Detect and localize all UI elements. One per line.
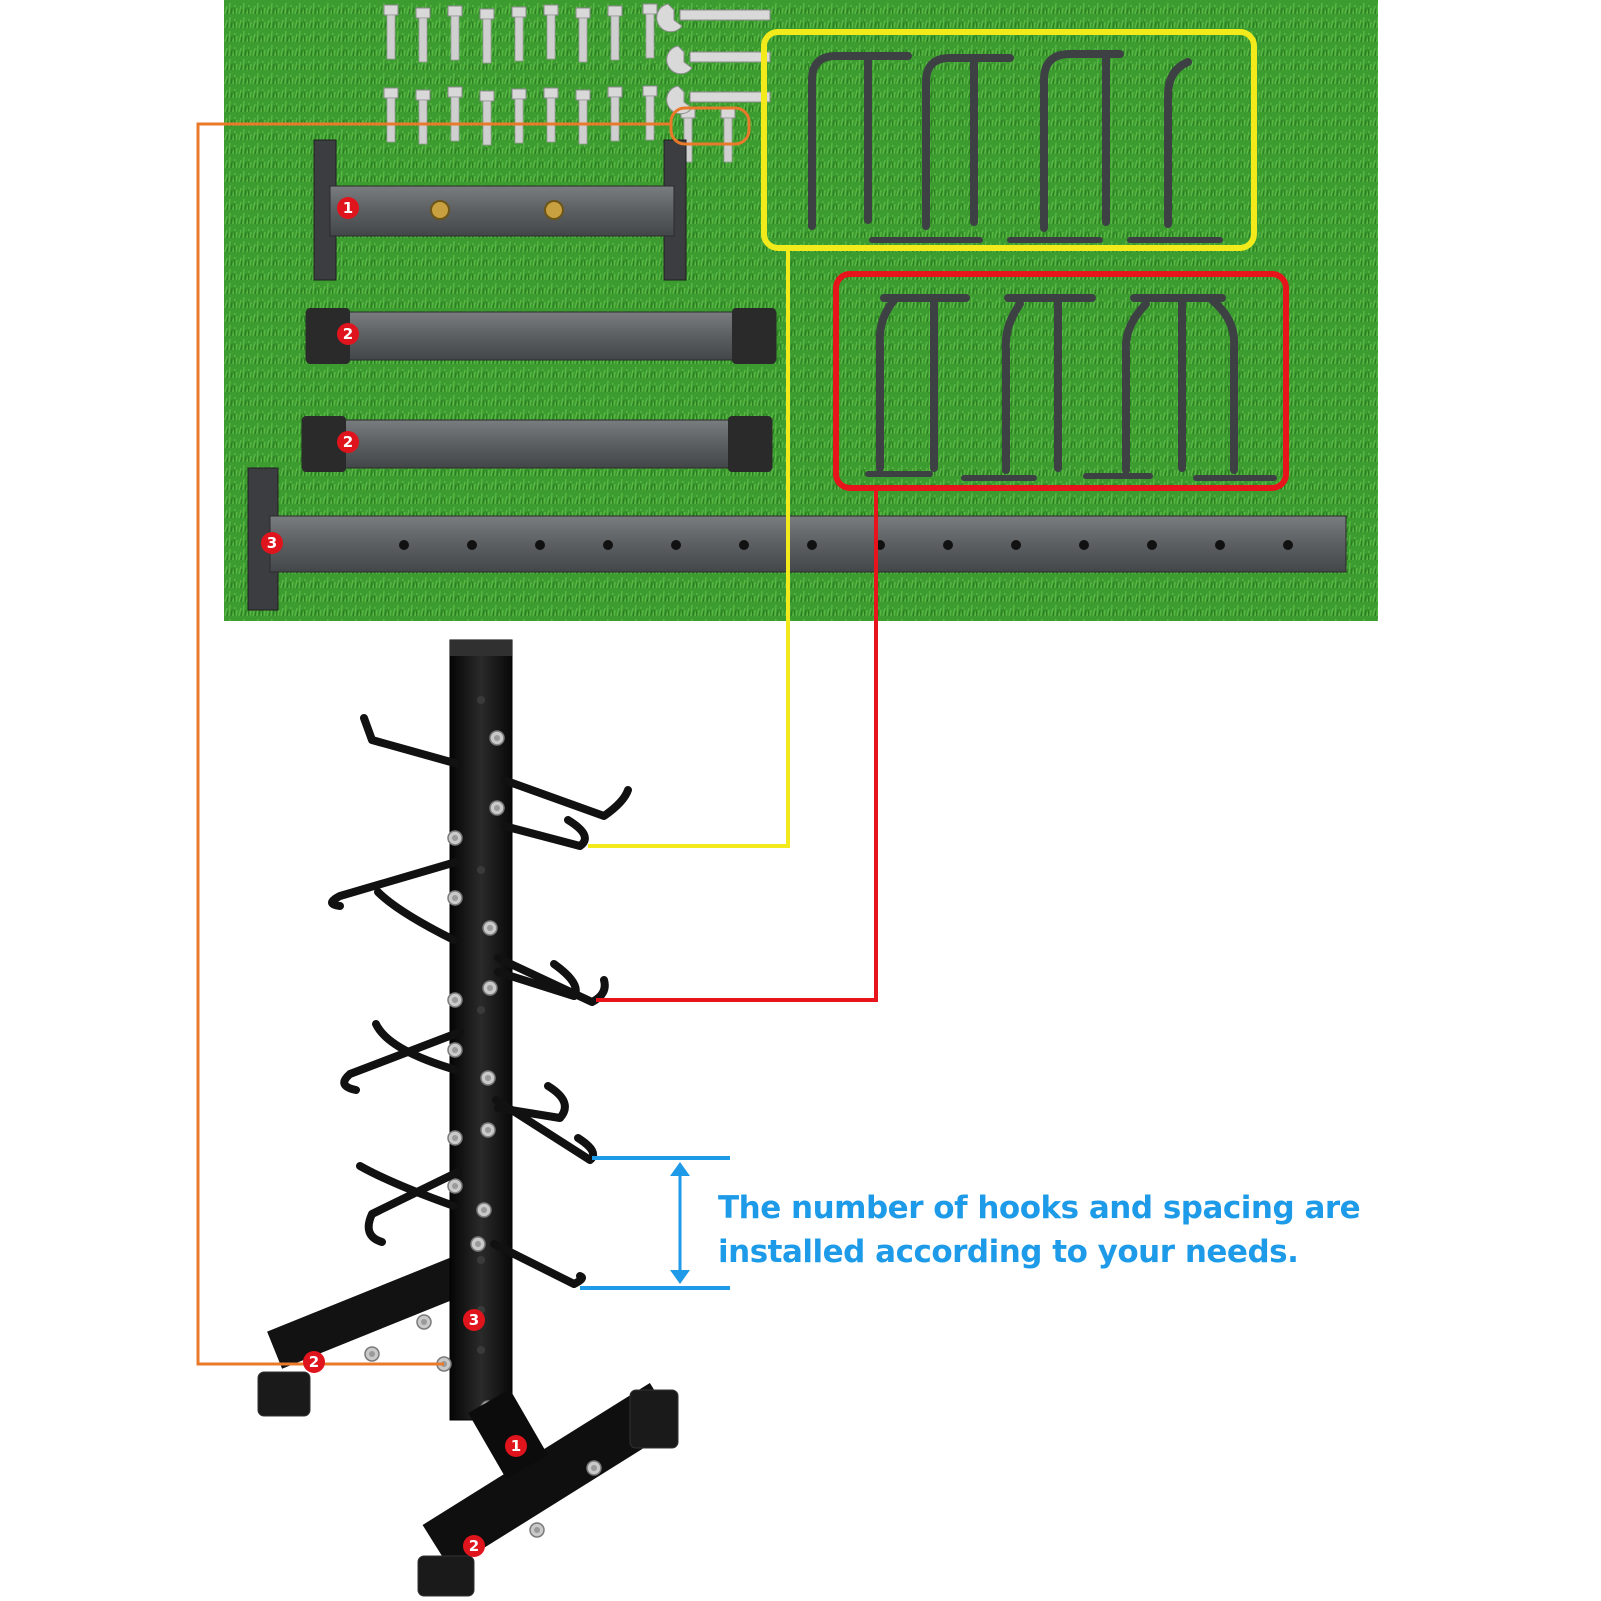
- svg-text:2: 2: [309, 1353, 319, 1371]
- badge-part2-rack-back: 2: [303, 1351, 325, 1373]
- svg-text:3: 3: [267, 534, 277, 552]
- badge-part2-photo-a: 2: [337, 323, 359, 345]
- base-crossbar-part: [313, 139, 687, 281]
- svg-text:2: 2: [469, 1537, 479, 1555]
- badge-part2-photo-b: 2: [337, 431, 359, 453]
- hook-icon: [328, 714, 632, 1288]
- bolt-highlight: [669, 106, 751, 146]
- number-badge-icon: 1 2 2 3 3 2 1 2: [261, 197, 527, 1557]
- spacing-dimension: [580, 1156, 730, 1290]
- svg-text:1: 1: [511, 1437, 521, 1455]
- wrench-icon: [656, 3, 771, 115]
- badge-part1-rack: 1: [505, 1435, 527, 1457]
- spacing-note-line1: The number of hooks and spacing are: [718, 1190, 1361, 1226]
- badge-part1-photo: 1: [337, 197, 359, 219]
- svg-text:2: 2: [343, 325, 353, 343]
- badge-part3-photo: 3: [261, 532, 283, 554]
- badge-part3-rack: 3: [463, 1309, 485, 1331]
- long-hook-callout-line: [588, 250, 790, 848]
- svg-text:3: 3: [469, 1311, 479, 1329]
- parts-photo: [224, 0, 1378, 621]
- hook-icon: [865, 294, 1277, 481]
- spacing-note-line2: installed according to your needs.: [718, 1234, 1299, 1270]
- upright-post-part: [247, 467, 1347, 611]
- short-hooks-highlight: [833, 271, 1289, 491]
- foot-bar-part: [301, 308, 777, 472]
- short-hook-callout-line: [596, 490, 878, 1002]
- badge-part2-rack-front: 2: [463, 1535, 485, 1557]
- spacing-note: The number of hooks and spacing are inst…: [718, 1186, 1478, 1274]
- hook-icon: [808, 50, 1223, 243]
- svg-text:2: 2: [343, 433, 353, 451]
- assembled-rack: [257, 639, 679, 1597]
- long-hooks-highlight: [761, 29, 1257, 251]
- svg-text:1: 1: [343, 199, 353, 217]
